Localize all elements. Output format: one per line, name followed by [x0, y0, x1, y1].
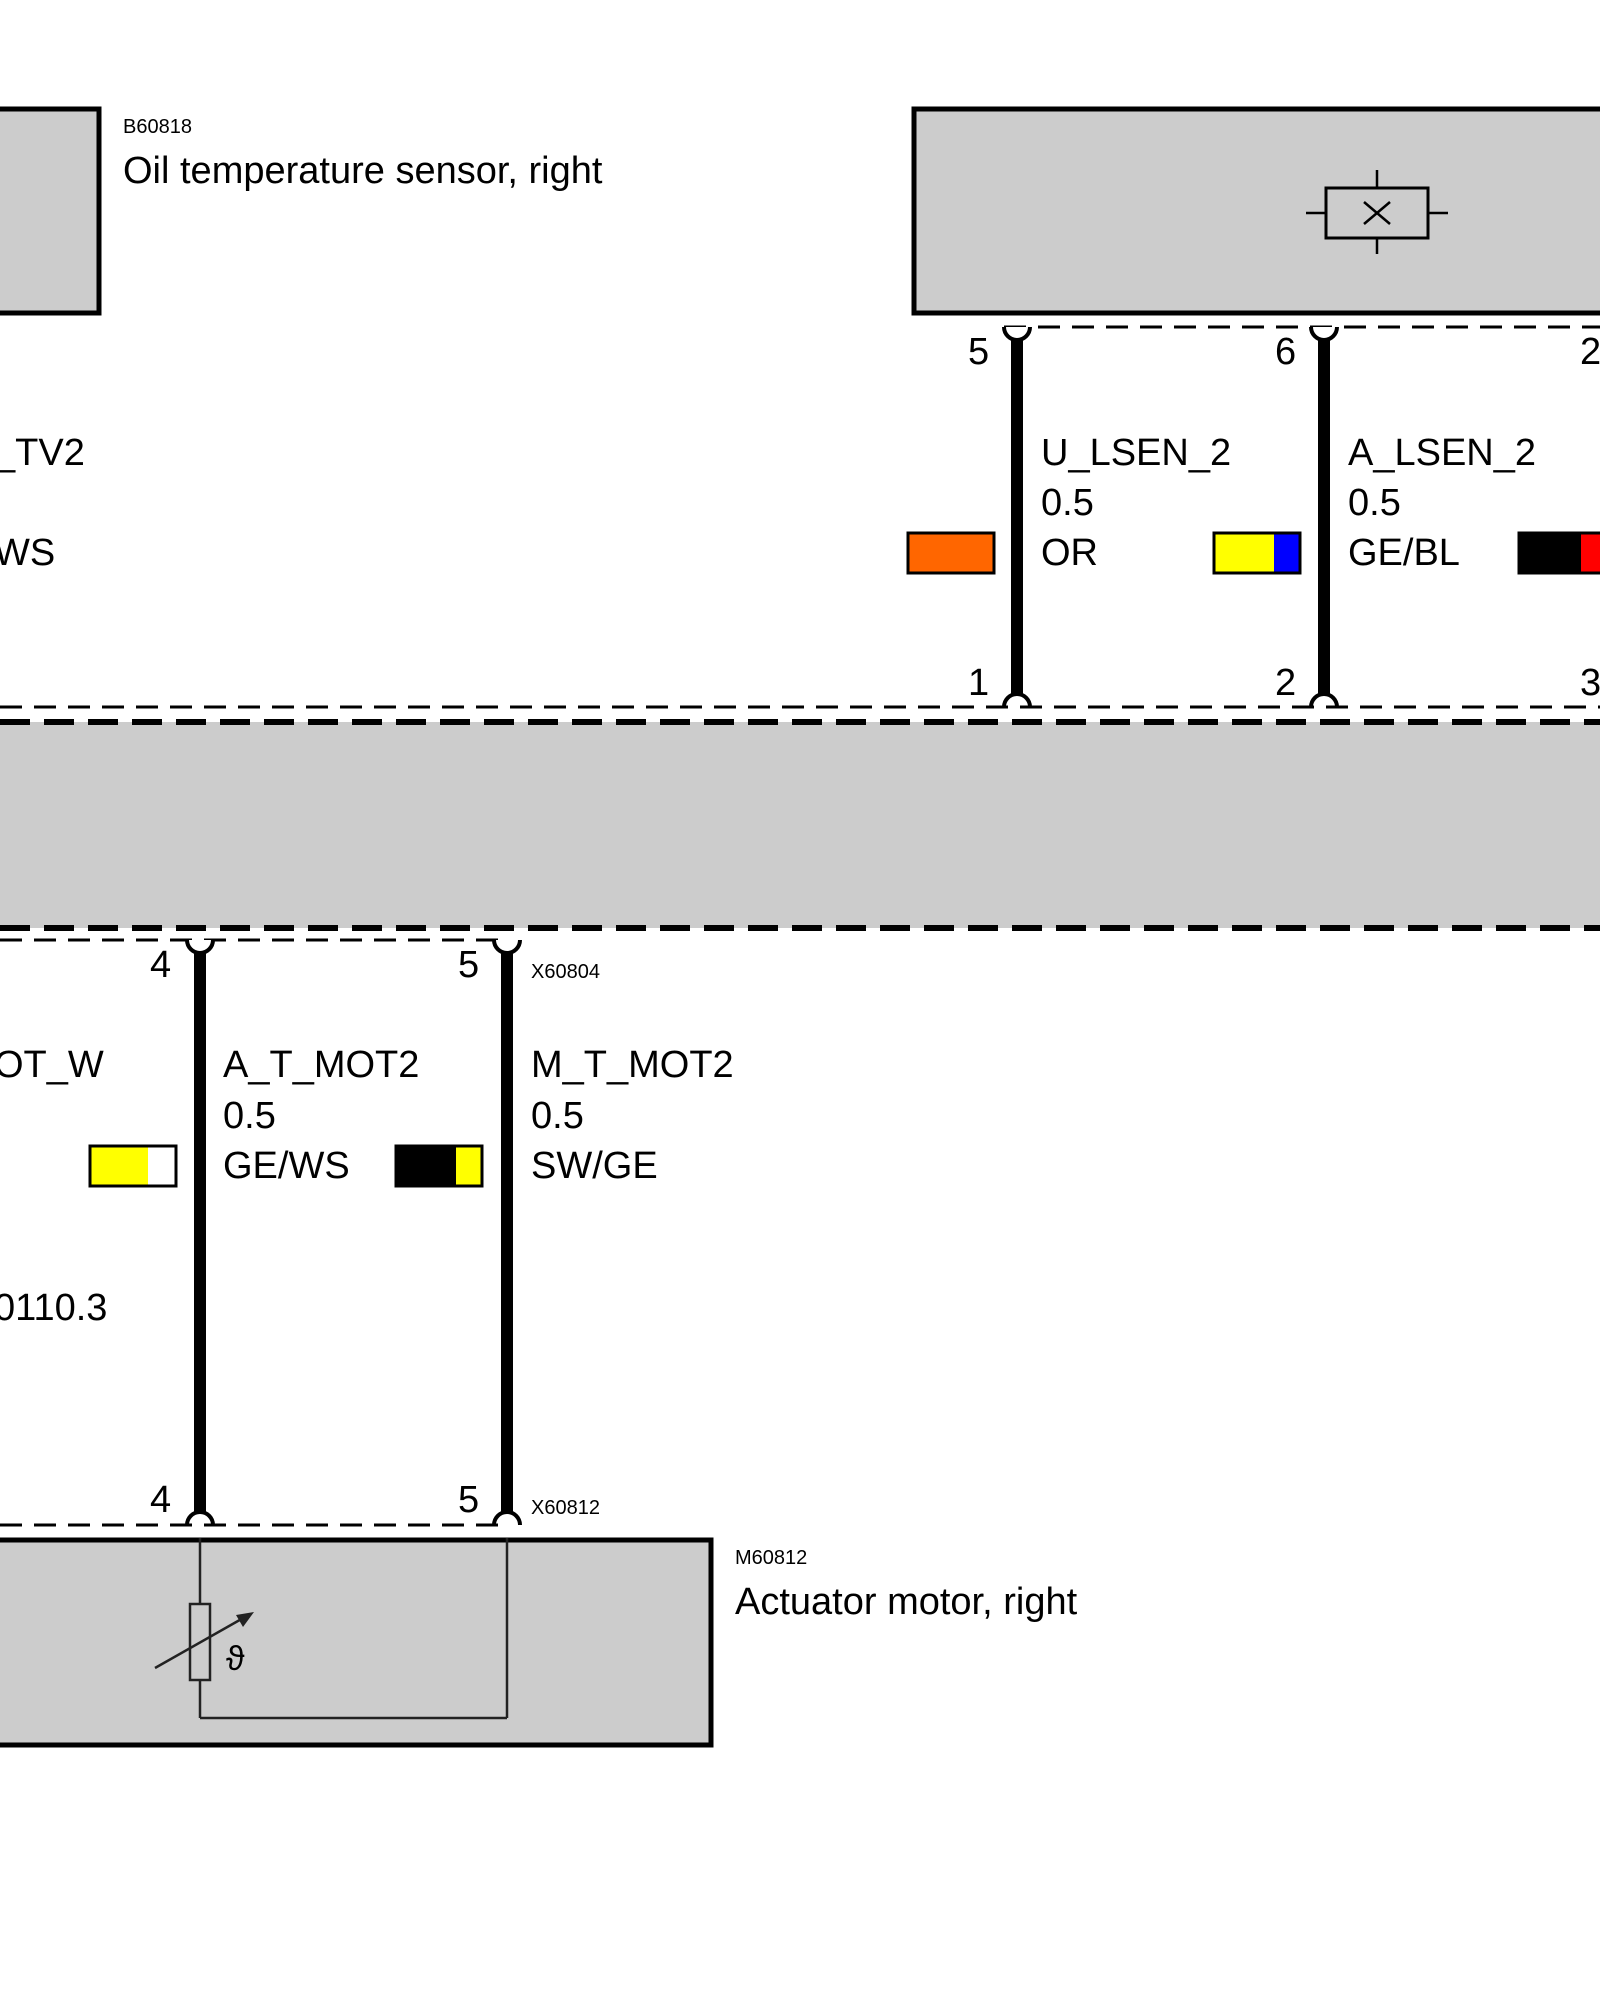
pin-5-low: 5 [458, 1479, 479, 1521]
pin-4-mid: 4 [150, 944, 171, 986]
theta-symbol: ϑ [226, 1640, 245, 1678]
oil-sensor-id: B60818 [123, 116, 192, 138]
color-swatch-ge-bl [1212, 531, 1302, 575]
pin-4-low: 4 [150, 1479, 171, 1521]
fuse-symbol-icon [1306, 170, 1448, 254]
oil-sensor-box [0, 106, 102, 316]
pin-2: 2 [1275, 662, 1296, 704]
wire-gauge: 0.5 [1041, 482, 1094, 524]
pin-cap [1002, 692, 1032, 708]
wire-color-code: OR [1041, 532, 1098, 574]
connector-id-x60812: X60812 [531, 1497, 600, 1519]
wire-color-code: SW/GE [531, 1145, 658, 1187]
pin-cap [492, 939, 522, 955]
pin-cap [492, 1510, 522, 1526]
pin-cap [1309, 692, 1339, 708]
connector-id-x60804: X60804 [531, 961, 600, 983]
wire-color-code: GE/BL [1348, 532, 1460, 574]
pin-6-top: 6 [1275, 331, 1296, 373]
left-partial-ref: 0110.3 [0, 1287, 107, 1329]
oil-sensor-name: Oil temperature sensor, right [123, 150, 603, 192]
left-partial-wire-name: _TV2 [0, 432, 85, 474]
wire-name: M_T_MOT2 [531, 1044, 734, 1086]
pin-5-mid: 5 [458, 944, 479, 986]
wire-gauge: 0.5 [531, 1095, 584, 1137]
pin-3: 3 [1580, 662, 1600, 704]
wire-color-code: GE/WS [223, 1145, 350, 1187]
wire-name: A_LSEN_2 [1348, 432, 1536, 474]
color-swatch-sw-ge [394, 1144, 484, 1188]
pin-cap [185, 1510, 215, 1526]
pin-1: 1 [968, 662, 989, 704]
middle-component-box [0, 722, 1600, 928]
wire-name: U_LSEN_2 [1041, 432, 1231, 474]
pin-cap [1309, 326, 1339, 342]
pin-5-top: 5 [968, 331, 989, 373]
left-partial-color-code: WS [0, 532, 55, 574]
upper-right-component-box [911, 106, 1600, 316]
internal-circuit: ϑ [154, 1538, 509, 1720]
actuator-motor-box [0, 1537, 714, 1748]
left-partial-wire-name: OT_W [0, 1044, 104, 1086]
pin-cap [185, 939, 215, 955]
pin-cap [1002, 326, 1032, 342]
color-swatch-sw-rt-partial [1517, 531, 1600, 575]
variable-arrow-icon [154, 1615, 246, 1670]
color-swatch-or [906, 531, 996, 575]
wire-name: A_T_MOT2 [223, 1044, 419, 1086]
wire-gauge: 0.5 [1348, 482, 1401, 524]
color-swatch-ge-ws [88, 1144, 178, 1188]
pin-2-top-right: 2 [1580, 331, 1600, 373]
actuator-name: Actuator motor, right [735, 1581, 1078, 1623]
wire-gauge: 0.5 [223, 1095, 276, 1137]
actuator-id: M60812 [735, 1547, 807, 1569]
